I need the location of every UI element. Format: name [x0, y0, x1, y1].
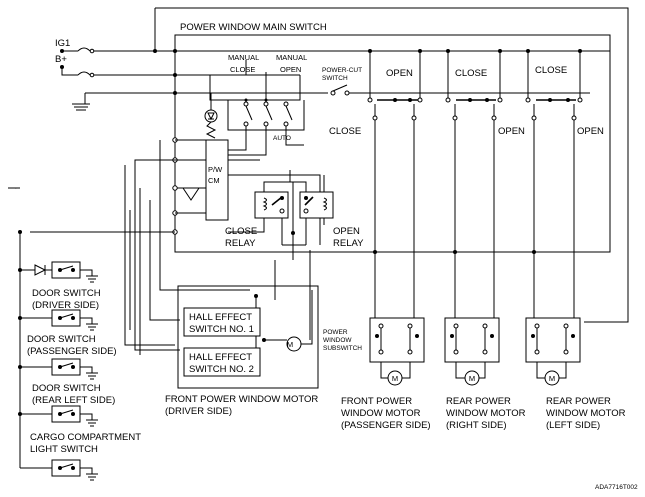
- close-relay-label-1: CLOSE: [225, 226, 257, 237]
- passenger-subswitch: [369, 317, 425, 386]
- hall-switch-2: [183, 347, 261, 377]
- pwcm-label-1: P/W: [208, 165, 223, 174]
- door-driver-label-2: (DRIVER SIDE): [32, 300, 99, 311]
- rear-left-motor-m: M: [549, 374, 555, 383]
- door-switch-passenger: [20, 309, 98, 331]
- door-passenger-label-1: DOOR SWITCH: [27, 334, 96, 345]
- hall2-label-1: HALL EFFECT: [189, 352, 252, 363]
- rear-right-close-label: CLOSE: [455, 68, 487, 79]
- rear-right-motor-m: M: [469, 374, 475, 383]
- ground-triangle: [182, 187, 200, 201]
- driver-harness: ~: [8, 140, 311, 355]
- motor-right-label-1: REAR POWER: [446, 396, 511, 407]
- rear-left-subswitch: [525, 317, 581, 386]
- manual-open-label-1: MANUAL: [276, 53, 307, 62]
- passenger-close-label: CLOSE: [329, 126, 361, 137]
- svg-text:~: ~: [12, 183, 18, 194]
- cargo-label-2: LIGHT SWITCH: [30, 444, 98, 455]
- rear-right-subswitch: [444, 317, 500, 386]
- rear-right-open-label: OPEN: [498, 126, 525, 137]
- pwcm-module: [175, 93, 229, 221]
- passenger-switch-set: [367, 49, 423, 330]
- motor-passenger-label-2: WINDOW MOTOR: [341, 408, 421, 419]
- rear-left-switch-set: [525, 49, 583, 330]
- hall2-label-2: SWITCH NO. 2: [189, 364, 254, 375]
- internal-trunk: [172, 35, 321, 252]
- hall-switch-1: [183, 307, 261, 337]
- close-relay-label-2: RELAY: [225, 238, 256, 249]
- manual-close-label-2: CLOSE: [230, 65, 255, 74]
- pwcm-box: [205, 139, 229, 221]
- motor-driver-label-1: FRONT POWER WINDOW MOTOR: [165, 394, 318, 405]
- power-cut-switch: [330, 84, 590, 96]
- manual-open-label-2: OPEN: [280, 65, 301, 74]
- driver-motor-m: M: [287, 340, 293, 349]
- door-driver-label-1: DOOR SWITCH: [32, 288, 101, 299]
- pwcm-label-2: CM: [208, 176, 220, 185]
- subswitch-label-1: POWER: [323, 329, 348, 336]
- cargo-label-1: CARGO COMPARTMENT: [30, 432, 141, 443]
- hall1-label-2: SWITCH NO. 1: [189, 324, 254, 335]
- led-icon: [204, 109, 218, 123]
- driver-motor-assembly: [177, 285, 319, 389]
- power-cut-label-2: SWITCH: [322, 75, 348, 82]
- figure-code: ADA7716T002: [595, 484, 638, 491]
- ig1-label: IG1: [55, 38, 70, 49]
- motor-left-label-3: (LEFT SIDE): [546, 420, 600, 431]
- auto-label: AUTO: [273, 135, 291, 142]
- motor-left-label-2: WINDOW MOTOR: [546, 408, 626, 419]
- rear-right-switch-set: [445, 49, 503, 330]
- open-relay-label-1: OPEN: [333, 226, 360, 237]
- door-passenger-label-2: (PASSENGER SIDE): [27, 346, 117, 357]
- motor-right-label-3: (RIGHT SIDE): [446, 420, 507, 431]
- door-switch-rear-left: [20, 358, 98, 380]
- manual-close-label-1: MANUAL: [228, 53, 259, 62]
- motor-right-label-2: WINDOW MOTOR: [446, 408, 526, 419]
- rear-left-close-label: CLOSE: [535, 65, 567, 76]
- motor-left-label-1: REAR POWER: [546, 396, 611, 407]
- door-rear-left-label-1: DOOR SWITCH: [32, 383, 101, 394]
- power-cut-label-1: POWER-CUT: [322, 67, 362, 74]
- power-feeds: IG1 B+: [55, 38, 610, 111]
- door-switch-bus: [18, 230, 22, 468]
- main-switch-title: POWER WINDOW MAIN SWITCH: [180, 22, 327, 33]
- passenger-open-label: OPEN: [386, 68, 413, 79]
- motor-passenger-label-3: (PASSENGER SIDE): [341, 420, 431, 431]
- door-rear-left-label-2: (REAR LEFT SIDE): [32, 395, 115, 406]
- passenger-motor-m: M: [392, 374, 398, 383]
- cargo-light-switch: [20, 405, 98, 481]
- manual-auto-switch-group: [209, 60, 305, 156]
- bplus-label: B+: [55, 54, 67, 65]
- subswitch-label-2: WINDOW: [323, 337, 352, 344]
- open-relay-label-2: RELAY: [333, 238, 364, 249]
- motor-passenger-label-1: FRONT POWER: [341, 396, 412, 407]
- open-relay: [290, 175, 334, 245]
- subswitch-label-3: SUBSWITCH: [323, 345, 362, 352]
- hall1-label-1: HALL EFFECT: [189, 312, 252, 323]
- rear-left-open-label: OPEN: [577, 126, 604, 137]
- close-relay: [228, 170, 291, 245]
- motor-driver-label-2: (DRIVER SIDE): [165, 406, 232, 417]
- door-switch-driver: [20, 261, 98, 283]
